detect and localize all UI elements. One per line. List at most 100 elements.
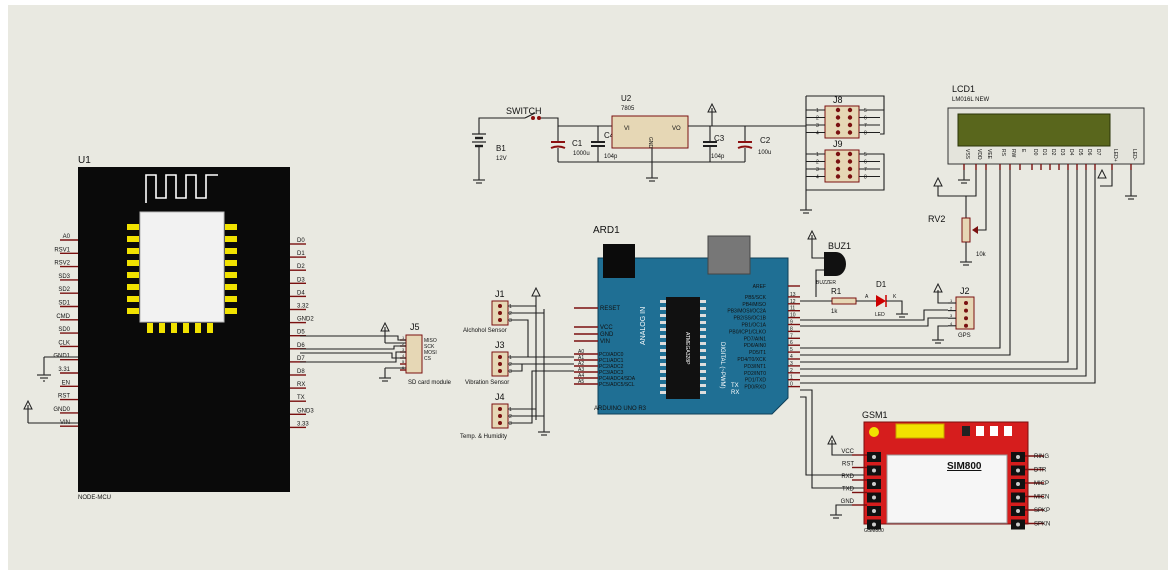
r1-ref: R1 <box>831 287 842 296</box>
atmega-chip <box>666 297 700 399</box>
arduino-pin-label: PD3/INT1 <box>744 364 766 370</box>
j1-pin-num: 3 <box>509 318 512 324</box>
chip-leg <box>700 342 706 345</box>
j3-pin-num: 2 <box>509 362 512 368</box>
chip-leg <box>700 335 706 338</box>
j1-name: Alchohol Sensor <box>463 328 507 334</box>
j8-body <box>824 105 860 139</box>
chip-leg <box>660 300 666 303</box>
j8-pin-dot <box>847 130 853 135</box>
j8-pin-num: 7 <box>864 123 867 129</box>
switch-label[interactable]: SWITCH <box>506 106 542 116</box>
chip-leg <box>700 300 706 303</box>
c3-value: 104p <box>711 154 725 160</box>
nodemcu-pin-label: D7 <box>297 356 305 362</box>
lcd-pin-label: D7 <box>1095 149 1101 156</box>
lcd-pin-label: LED+ <box>1112 149 1118 162</box>
nodemcu-pin-label: D8 <box>297 369 305 375</box>
arduino-uno[interactable]: ARD1 ATMEGA328P ANALOG IN DIGITAL (~PWM)… <box>574 225 800 415</box>
nodemcu-pin-label: GND0 <box>53 407 70 413</box>
arduino-ref: ARD1 <box>593 225 620 236</box>
j8-ref: J8 <box>833 95 843 105</box>
rv2-potentiometer[interactable]: RV2 10k <box>928 170 987 266</box>
arduino-pin-num: 7 <box>790 333 793 339</box>
nodemcu-pin-label: SD0 <box>58 327 70 333</box>
chip-leg <box>660 328 666 331</box>
c1-capacitor-icon <box>550 126 566 162</box>
lcd-pin-label: D1 <box>1041 149 1047 156</box>
arduino-pin-num: 11 <box>790 306 795 312</box>
arduino-pin-label: VIN <box>600 339 610 345</box>
j9-pin-dot <box>847 166 853 172</box>
gsm-pin-label: MICN <box>1034 495 1049 501</box>
arduino-pin-label: PD0/RXD <box>744 385 766 391</box>
buzzer-component[interactable]: BUZ1 BUZZER <box>807 229 851 297</box>
j9-connector[interactable]: J9 <box>824 139 860 183</box>
gsm-pad-hole <box>1016 522 1020 527</box>
arduino-pin-num: 3 <box>790 361 793 367</box>
arduino-pin-num: 13 <box>790 292 796 298</box>
nodemcu-pin-label: 3.33 <box>297 421 309 427</box>
j8-pin-dot <box>847 107 853 113</box>
arduino-pin-label: PB0/ICP1/CLKO <box>729 329 766 335</box>
dc-jack <box>603 244 635 278</box>
j8-pin-num: 5 <box>864 108 867 114</box>
j8-pin-num: 8 <box>864 131 867 137</box>
arduino-analog-num: A2 <box>578 361 584 367</box>
battery-ref: B1 <box>496 144 506 153</box>
arduino-pin-label: RESET <box>600 306 620 312</box>
sensor-wires <box>508 286 574 436</box>
nodemcu-pin-label: GND3 <box>297 408 314 414</box>
chip-leg <box>700 391 706 394</box>
arduino-analog-label: PC4/ADC4/SDA <box>599 376 636 382</box>
nodemcu-component[interactable]: U1 A0RSV1RSV2SD3SD2SD1CMDSD0CLKGND13.31E… <box>53 155 314 501</box>
arduino-pin-num: 8 <box>790 326 793 332</box>
j8-connector[interactable]: J8 <box>824 95 860 139</box>
nodemcu-pin-label: TX <box>297 395 305 401</box>
gsm-pad-hole <box>1016 468 1020 473</box>
j8-j9-wires <box>800 95 885 214</box>
lcd-pin-label: D4 <box>1068 149 1074 156</box>
c2-ref: C2 <box>760 136 771 145</box>
battery-value: 12V <box>496 156 507 162</box>
switch-lever[interactable] <box>524 112 536 119</box>
j4-pin-num: 2 <box>509 414 512 420</box>
j2-ref: J2 <box>960 286 970 296</box>
j2-pin-dot <box>964 301 968 305</box>
c1-value: 1000u <box>573 151 590 157</box>
buzzer-name: BUZZER <box>816 280 836 286</box>
gsm-ref: GSM1 <box>862 410 888 420</box>
nodemcu-pin-label: RSV2 <box>54 261 70 267</box>
arduino-analog-num: A0 <box>578 349 584 355</box>
nodemcu-pin-label: CMD <box>56 314 70 320</box>
voltage-regulator[interactable] <box>611 115 689 149</box>
arduino-pin-label: PD7/AIN1 <box>744 336 766 342</box>
arduino-pin-label: PB2/SS/OC1B <box>733 316 766 322</box>
j2-gps-connector[interactable]: J2 GPS <box>955 286 975 339</box>
analog-in-label: ANALOG IN <box>640 307 647 345</box>
nodemcu-sd-wires <box>300 335 406 363</box>
j9-pin-num: 3 <box>816 167 819 173</box>
j5-pin-label: MISO <box>424 338 437 344</box>
gps-wires <box>800 282 948 344</box>
j8-pin-dot <box>835 122 841 128</box>
u2-vo: VO <box>672 126 681 132</box>
arduino-pin-label: PD1/TXD <box>745 378 767 384</box>
usb-port <box>707 235 751 275</box>
j8-pin-num: 6 <box>864 116 867 122</box>
j5-ref: J5 <box>410 322 420 332</box>
gsm-pad-hole <box>872 468 876 473</box>
buzzer-icon <box>824 252 846 276</box>
rv2-value: 10k <box>976 252 987 258</box>
chip-leg <box>660 391 666 394</box>
lcd-pin-label: E <box>1020 149 1026 153</box>
j3-pin-num: 3 <box>509 369 512 375</box>
j9-pin-dot <box>847 151 853 157</box>
